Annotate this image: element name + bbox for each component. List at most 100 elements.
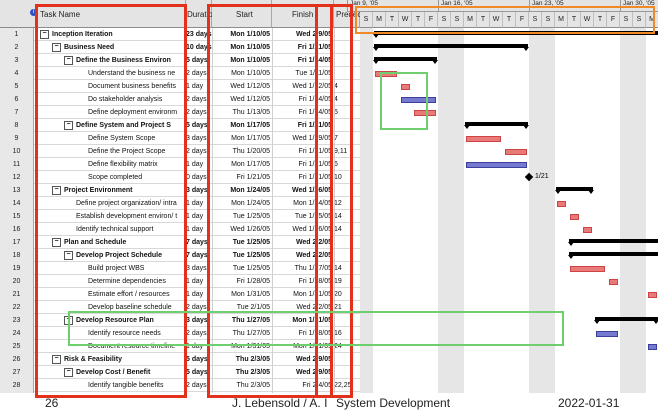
task-row[interactable] [0, 301, 360, 314]
task-bar[interactable] [557, 201, 566, 207]
collapse-toggle-icon[interactable]: − [64, 250, 73, 260]
task-row[interactable] [0, 340, 360, 353]
collapse-toggle-icon[interactable]: − [52, 354, 61, 364]
task-name-cell[interactable]: −Inception Iteration [36, 28, 184, 41]
task-name-cell[interactable]: Do stakeholder analysis [36, 93, 184, 106]
collapse-toggle-icon[interactable]: − [52, 42, 61, 52]
task-row[interactable] [0, 171, 360, 184]
summary-bar[interactable] [373, 31, 658, 38]
task-name-cell[interactable]: Determine dependencies [36, 275, 184, 288]
task-row[interactable] [0, 288, 360, 301]
task-name-cell[interactable]: Define project organization/ intra [36, 197, 184, 210]
summary-bar[interactable] [568, 239, 658, 246]
task-bar[interactable] [609, 279, 618, 285]
task-row[interactable] [0, 249, 360, 262]
task-name-cell[interactable]: −Develop Project Schedule [36, 249, 184, 262]
task-bar[interactable] [375, 71, 397, 77]
task-name-cell[interactable]: −Define the Business Environ [36, 54, 184, 67]
task-name-cell[interactable]: −Develop Resource Plan [36, 314, 184, 327]
task-row[interactable] [0, 80, 360, 93]
start-header[interactable]: Start [212, 0, 272, 28]
task-name-label: Identify tangible benefits [88, 382, 164, 389]
task-row[interactable] [0, 236, 360, 249]
task-name-cell[interactable]: Document resource timeline [36, 340, 184, 353]
task-row[interactable] [0, 41, 360, 54]
task-name-cell[interactable]: Define deployment environm [36, 106, 184, 119]
summary-bar[interactable] [464, 122, 529, 129]
task-bar[interactable] [570, 214, 579, 220]
task-row[interactable] [0, 353, 360, 366]
task-bar[interactable] [583, 227, 592, 233]
task-name-cell[interactable]: Define System Scope [36, 132, 184, 145]
task-row[interactable] [0, 262, 360, 275]
task-name-cell[interactable]: Establish development environ/ t [36, 210, 184, 223]
collapse-toggle-icon[interactable]: − [52, 237, 61, 247]
task-name-cell[interactable]: Estimate detailed costs [36, 392, 184, 393]
collapse-toggle-icon[interactable]: − [64, 120, 73, 130]
summary-bar[interactable] [373, 44, 529, 51]
task-bar[interactable] [505, 149, 527, 155]
task-name-cell[interactable]: −Project Environment [36, 184, 184, 197]
collapse-toggle-icon[interactable]: − [52, 185, 61, 195]
collapse-toggle-icon[interactable]: − [64, 315, 73, 325]
summary-bar[interactable] [555, 187, 594, 194]
task-name-header[interactable]: Task Name [36, 0, 186, 28]
task-name-cell[interactable]: −Plan and Schedule [36, 236, 184, 249]
task-name-cell[interactable]: Understand the business ne [36, 67, 184, 80]
finish-date-cell: Wed 2/2/05 [295, 239, 332, 246]
task-row[interactable] [0, 223, 360, 236]
task-row[interactable] [0, 54, 360, 67]
task-row[interactable] [0, 210, 360, 223]
task-bar[interactable] [570, 266, 605, 272]
task-bar[interactable] [648, 292, 657, 298]
task-name-cell[interactable]: Identify tangible benefits [36, 379, 184, 392]
collapse-toggle-icon[interactable]: − [64, 367, 73, 377]
task-name-cell[interactable]: Identify resource needs [36, 327, 184, 340]
start-date-cell: Mon 1/24/05 [231, 200, 270, 207]
task-name-cell[interactable]: −Risk & Feasibility [36, 353, 184, 366]
task-name-cell[interactable]: Scope completed [36, 171, 184, 184]
task-bar[interactable] [648, 344, 657, 350]
task-name-cell[interactable]: Identify technical support [36, 223, 184, 236]
task-name-cell[interactable]: Define flexibility matrix [36, 158, 184, 171]
task-bar[interactable] [414, 110, 436, 116]
task-name-cell[interactable]: −Develop Cost / Benefit [36, 366, 184, 379]
duration-header[interactable]: Duration [186, 0, 217, 28]
collapse-toggle-icon[interactable]: − [40, 29, 49, 39]
task-bar[interactable] [596, 331, 618, 337]
task-name-cell[interactable]: Estimate effort / resources [36, 288, 184, 301]
task-row[interactable] [0, 314, 360, 327]
task-row[interactable] [0, 379, 360, 392]
task-row[interactable] [0, 366, 360, 379]
collapse-toggle-icon[interactable]: − [64, 55, 73, 65]
task-bar[interactable] [401, 97, 436, 103]
summary-bar[interactable] [373, 57, 438, 64]
finish-header[interactable]: Finish [272, 0, 334, 28]
task-row[interactable] [0, 93, 360, 106]
task-bar[interactable] [466, 162, 527, 168]
indicator-header[interactable]: i [28, 0, 37, 28]
task-name-cell[interactable]: Build project WBS [36, 262, 184, 275]
task-row[interactable] [0, 145, 360, 158]
task-name-cell[interactable]: −Define System and Project S [36, 119, 184, 132]
summary-bar[interactable] [568, 252, 658, 259]
task-row[interactable] [0, 28, 360, 41]
task-row[interactable] [0, 158, 360, 171]
task-row[interactable] [0, 67, 360, 80]
task-bar[interactable] [401, 84, 410, 90]
task-row[interactable] [0, 106, 360, 119]
task-row[interactable] [0, 132, 360, 145]
task-row[interactable] [0, 327, 360, 340]
task-row[interactable] [0, 197, 360, 210]
task-row[interactable] [0, 275, 360, 288]
summary-bar[interactable] [594, 317, 658, 324]
task-bar[interactable] [466, 136, 501, 142]
task-name-cell[interactable]: Develop baseline schedule [36, 301, 184, 314]
task-name-cell[interactable]: Define the Project Scope [36, 145, 184, 158]
task-row[interactable] [0, 119, 360, 132]
task-name-label: Project Environment [64, 187, 133, 194]
task-row[interactable] [0, 184, 360, 197]
task-name-cell[interactable]: Document business benefits [36, 80, 184, 93]
task-name-cell[interactable]: −Business Need [36, 41, 184, 54]
